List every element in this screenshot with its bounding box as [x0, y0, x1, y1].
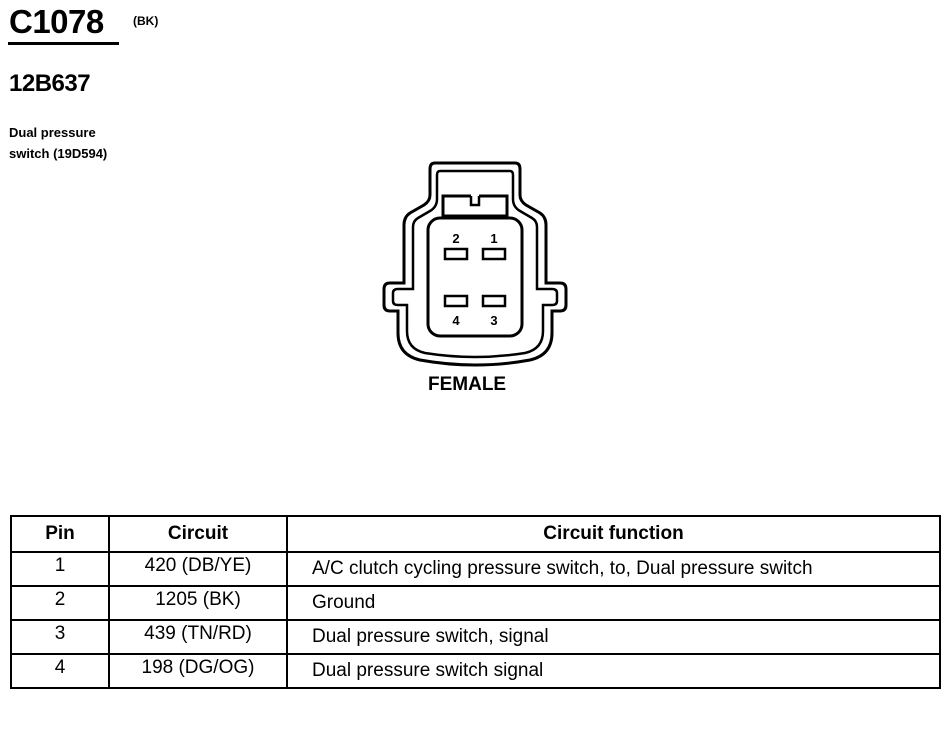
connector-id: C1078 [9, 3, 104, 40]
table-row: 2 1205 (BK) Ground [10, 585, 941, 621]
pin-1-terminal [481, 247, 507, 261]
pin-cell: 4 [10, 653, 110, 689]
connector-gender-label: FEMALE [428, 374, 507, 395]
part-number: 12B637 [9, 70, 91, 97]
circuit-cell: 420 (DB/YE) [108, 551, 288, 587]
table-row: 4 198 (DG/OG) Dual pressure switch signa… [10, 653, 941, 689]
connector-face-diagram: 2 1 4 3 [382, 161, 568, 367]
pin-cell: 2 [10, 585, 110, 621]
circuit-cell: 1205 (BK) [108, 585, 288, 621]
pin-4-label: 4 [452, 313, 460, 328]
function-cell: Dual pressure switch, signal [286, 619, 941, 655]
pin-cavity-box [426, 216, 524, 338]
pin-4-terminal [443, 294, 469, 308]
pin-2-terminal [443, 247, 469, 261]
pin-cell: 3 [10, 619, 110, 655]
header-circuit: Circuit [108, 515, 288, 553]
header-pin: Pin [10, 515, 110, 553]
pin-1-label: 1 [490, 231, 497, 246]
header-circuit-function: Circuit function [286, 515, 941, 553]
connector-outer-outline [382, 161, 568, 367]
pin-cell: 1 [10, 551, 110, 587]
pin-circuit-table: Pin Circuit Circuit function 1 420 (DB/Y… [10, 515, 941, 689]
connector-inner-outline [391, 169, 559, 359]
connector-latch-notch [469, 196, 481, 207]
table-row: 1 420 (DB/YE) A/C clutch cycling pressur… [10, 551, 941, 587]
function-cell: Ground [286, 585, 941, 621]
circuit-cell: 198 (DG/OG) [108, 653, 288, 689]
table-header-row: Pin Circuit Circuit function [10, 515, 941, 553]
pin-3-label: 3 [490, 313, 497, 328]
pin-2-label: 2 [452, 231, 459, 246]
function-cell: A/C clutch cycling pressure switch, to, … [286, 551, 941, 587]
circuit-cell: 439 (TN/RD) [108, 619, 288, 655]
table-row: 3 439 (TN/RD) Dual pressure switch, sign… [10, 619, 941, 655]
pin-3-terminal [481, 294, 507, 308]
component-description: Dual pressure switch (19D594) [9, 125, 108, 161]
connector-id-underline [8, 42, 119, 45]
connector-color: (BK) [133, 14, 159, 28]
function-cell: Dual pressure switch signal [286, 653, 941, 689]
